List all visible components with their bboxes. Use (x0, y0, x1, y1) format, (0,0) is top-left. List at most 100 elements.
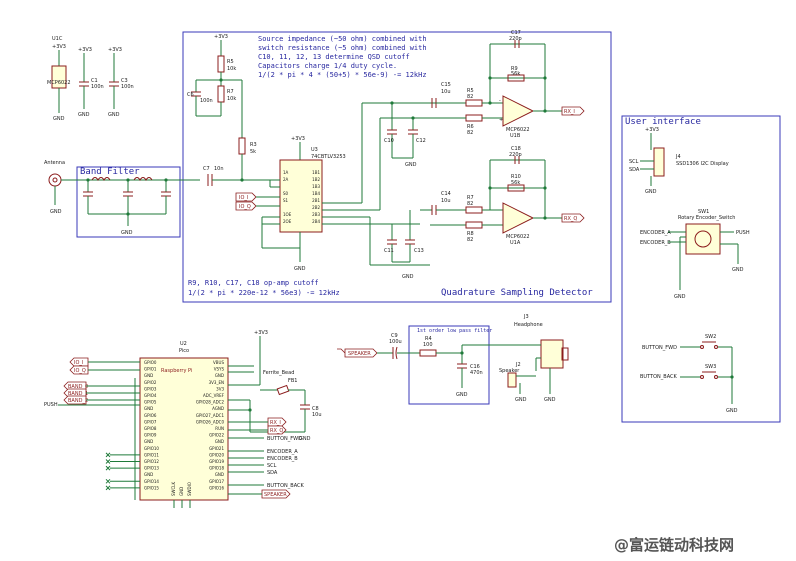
pico-left-pin-17: GND (144, 472, 153, 477)
qsd-title: Quadrature Sampling Detector (441, 288, 593, 298)
c7-coupling: C7 10n (203, 166, 270, 186)
u1c-power-block: U1C +3V3 MCP6022 GND +3V3 C1 100n GND +3… (47, 36, 134, 122)
u2-value: Pico (179, 348, 189, 354)
no-connect-icon-14 (105, 452, 111, 458)
qsd-note: Source impedance (~50 ohm) combined with… (258, 35, 427, 79)
ferrite-bead-ref: FB1 (288, 378, 298, 384)
c13-ref: C13 (414, 248, 424, 254)
pico-button-fwd-label: BUTTON_FWD (267, 436, 302, 442)
button-fwd-label: BUTTON_FWD (642, 345, 677, 351)
r7-ref: R7 (227, 89, 234, 95)
pico-left-nets: IO_I IO_Q BAND_0 BAND_1 BAND_2 PUSH (44, 357, 140, 491)
pico-io-q-text: IO_Q (74, 368, 86, 374)
encoder-sw-gnd-label: GND (732, 267, 744, 273)
rx-i-output-text: RX_I (564, 109, 575, 115)
r9-ref: R9 (511, 66, 518, 72)
watermark: @富运链动科技网 (614, 536, 734, 554)
pico-encoder-a-label: ENCODER_A (267, 449, 298, 455)
pico-band1-text: BAND_1 (68, 391, 88, 397)
pico-left-pin-9: GPIO7 (144, 419, 157, 424)
r3-ref: R3 (250, 142, 257, 148)
pico-left-pin-14: GPIO11 (144, 452, 159, 457)
u3-left-pin-7: 2OE (283, 219, 292, 224)
bias-network: +3V3 R5 10k R7 10k C6 100n R3 5k (187, 34, 257, 182)
io-i-label (235, 192, 257, 202)
display-connector: +3V3 J4 SSD1306 I2C Display SCL SDA GND (629, 127, 729, 195)
c1-ref: C1 (91, 78, 98, 84)
u3-right-pin-6: 2B3 (312, 212, 320, 217)
pico-right-pin-4: 3V3 (216, 386, 224, 391)
audio-output: SPEAKER C9 100u R4 100 C16 470n GND J3 H… (337, 314, 569, 403)
c12-ref: C12 (416, 138, 426, 144)
r5i-value: 82 (467, 94, 473, 100)
c7-ref: C7 (203, 166, 210, 172)
pico-left-pin-18: GPIO14 (144, 479, 159, 484)
no-connect-icon-16 (105, 465, 111, 471)
r7-value: 10k (227, 96, 236, 102)
u3-left-pin-6: 1OE (283, 212, 292, 217)
bias-vcc-label: +3V3 (214, 34, 228, 40)
pico-gnd-label: GND (299, 436, 311, 442)
c1-gnd-label: GND (78, 112, 90, 118)
r10-value: 56k (511, 180, 520, 186)
user-interface-title: User interface (625, 117, 701, 127)
encoder-push-label: PUSH (736, 230, 750, 236)
pico-right-pin-3: 3V3_EN (209, 380, 224, 385)
c6-value: 100n (200, 98, 213, 104)
lowpass-gnd-label: GND (456, 392, 468, 398)
pico-right-pin-13: GPIO21 (209, 446, 224, 451)
u1c-vcc-label: +3V3 (52, 44, 66, 50)
c17-value: 220p (509, 36, 522, 42)
u1b-value: MCP6022 (506, 127, 530, 133)
lowpass-box (408, 325, 490, 405)
u3-right-pin-0: 1B1 (312, 170, 320, 175)
r9-value: 56k (511, 71, 520, 77)
antenna-connector-icon (48, 173, 62, 187)
qsd-note-line-2: switch resistance (~5 ohm) combined with (258, 44, 427, 52)
pico-right-pin-12: GND (215, 439, 224, 444)
u3-right-pin-5: 2B2 (312, 205, 320, 210)
u2-ref: U2 (180, 341, 187, 347)
j3-ref: J3 (523, 314, 529, 320)
u1b-ref: U1B (510, 133, 521, 139)
antenna-gnd-label: GND (50, 209, 62, 215)
u3-left-pin-3: S0 (283, 191, 289, 196)
headphone-jack-icon (561, 347, 569, 361)
c14-value: 10u (441, 198, 451, 204)
pico-body (139, 357, 229, 501)
opamp-note-line-2: 1/(2 * pi * 220e-12 * 56e3) -= 12kHz (188, 289, 340, 297)
pico-left-pin-19: GPIO15 (144, 485, 159, 490)
lowpass-title: 1st order low pass filter (417, 328, 492, 334)
rotary-encoder: SW1 Rotary Encoder_Switch ENCODER_A ENCO… (640, 209, 750, 300)
u1b-pin-plus: + (499, 117, 503, 123)
c9-ref: C9 (391, 333, 398, 339)
u1c-gnd-label: GND (53, 116, 65, 122)
pico-band0-text: BAND_0 (68, 384, 88, 390)
headphone-gnd-label: GND (544, 397, 556, 403)
r5-ref: R5 (227, 59, 234, 65)
pico-left-pin-7: GND (144, 406, 153, 411)
user-interface-box (621, 115, 781, 423)
pico-push-label: PUSH (44, 402, 58, 408)
u3-right-pin-4: 2B1 (312, 198, 320, 203)
button-back-label: BUTTON_BACK (640, 374, 678, 380)
io-labels: IO_I IO_Q (235, 192, 280, 211)
encoder-knob-icon (694, 230, 712, 248)
pico-bottom-pin-1: GND (179, 487, 184, 496)
sw2-ref: SW2 (705, 334, 716, 340)
c6-ref: C6 (187, 92, 194, 98)
no-connect-icon-18 (105, 478, 111, 484)
pico-rx-q-label (267, 425, 287, 435)
r6-ref: R6 (467, 124, 474, 130)
c18-value: 220p (509, 152, 522, 158)
pico-left-pin-0: GPIO0 (144, 360, 157, 365)
pico-title: Raspberry Pi (161, 368, 192, 374)
pico-right-pin-0: VBUS (213, 360, 224, 365)
headphone-jack-body (540, 339, 564, 369)
c10-ref: C10 (384, 138, 394, 144)
u3-value: 74CBTLV3253 (311, 154, 346, 160)
